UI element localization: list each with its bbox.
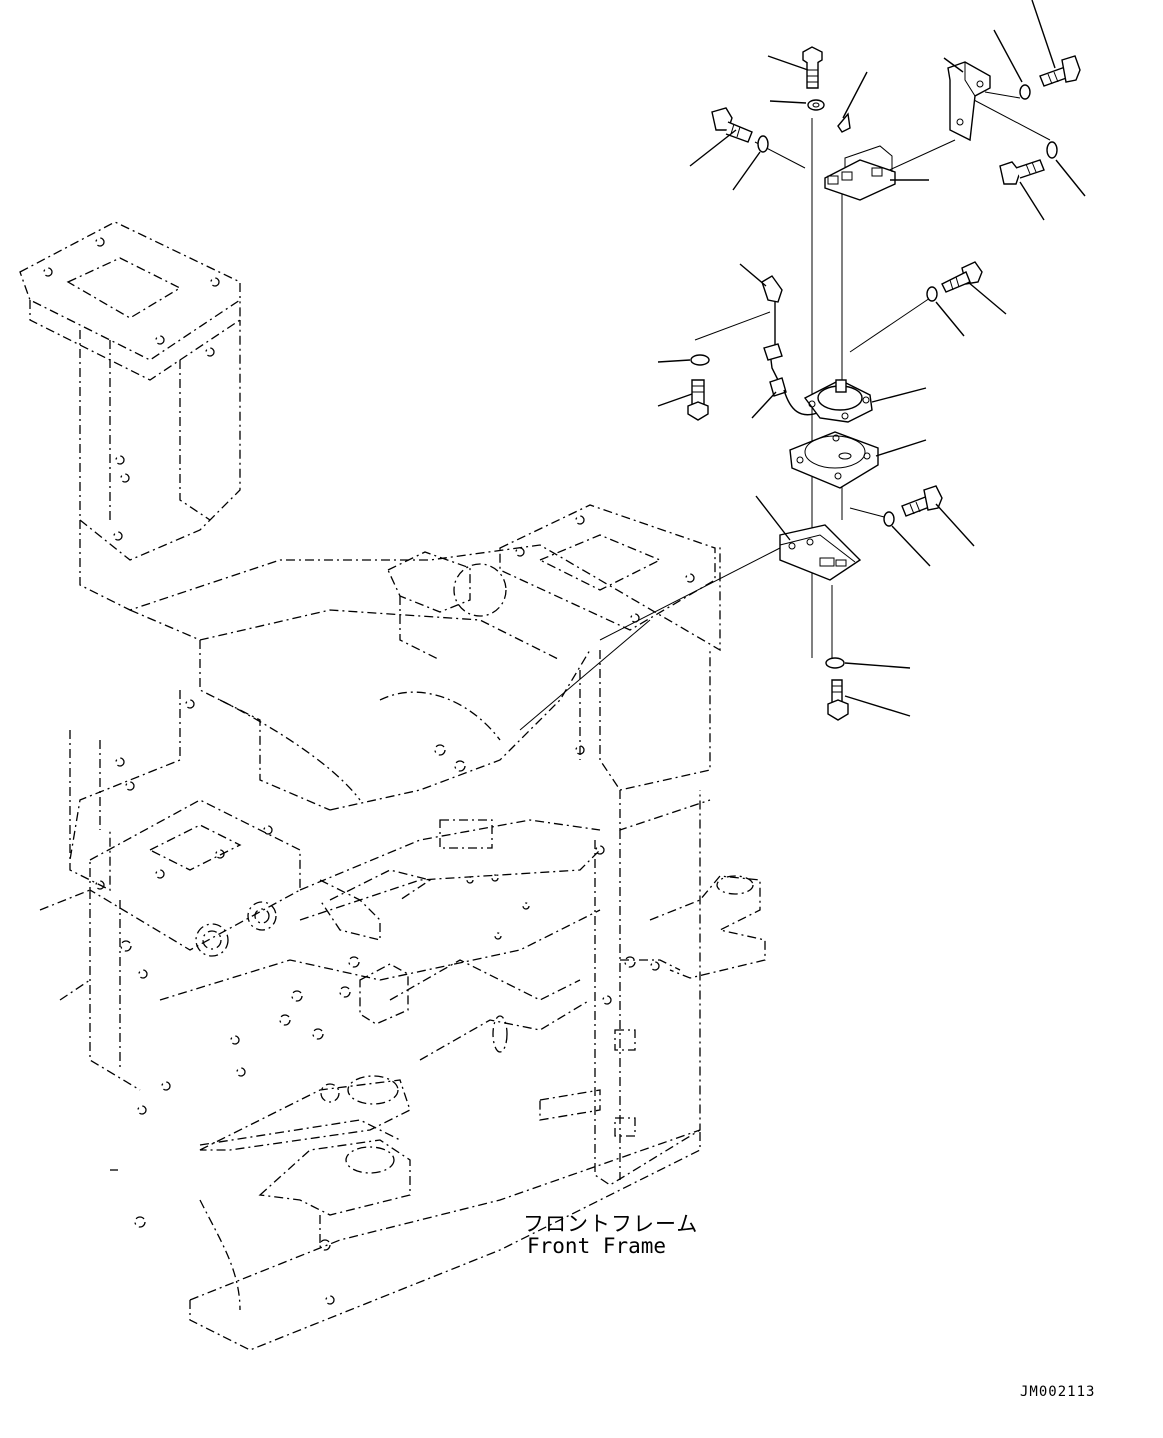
washer-icon	[1046, 141, 1058, 159]
washer-icon	[883, 511, 895, 527]
mount-plate-icon	[789, 431, 879, 489]
sensor-assembly	[687, 261, 983, 489]
upper-bracket-group	[711, 46, 1081, 201]
bolt-icon	[1039, 55, 1081, 87]
washer-icon	[926, 286, 938, 302]
bolt-icon	[901, 485, 943, 517]
frame-label-en: Front Frame	[527, 1234, 667, 1258]
frame-label-jp: フロントフレーム	[523, 1212, 699, 1236]
clip-icon	[837, 112, 851, 133]
washer-icon	[757, 135, 769, 153]
bracket-icon	[947, 61, 991, 142]
bolt-icon	[802, 46, 823, 89]
lower-bracket-group	[779, 485, 943, 721]
front-frame	[19, 221, 766, 1351]
sensor-icon	[803, 379, 873, 423]
harness-clip-icon	[761, 275, 783, 303]
washer-icon	[690, 354, 710, 366]
bolt-icon	[941, 261, 983, 293]
connector-icon	[769, 377, 787, 397]
bracket-icon	[824, 145, 896, 201]
assembly-lines	[519, 89, 1051, 731]
bolt-icon	[999, 159, 1045, 185]
bolt-icon	[687, 379, 709, 421]
bracket-icon	[779, 524, 862, 581]
washer-icon	[1019, 84, 1031, 100]
washer-icon	[825, 657, 845, 669]
bolt-icon	[711, 107, 753, 143]
washer-icon	[807, 99, 825, 111]
connector-icon	[763, 343, 783, 361]
leader-lines	[657, 0, 1086, 717]
drawing-code: JM002113	[1020, 1384, 1096, 1400]
bolt-icon	[827, 679, 849, 721]
